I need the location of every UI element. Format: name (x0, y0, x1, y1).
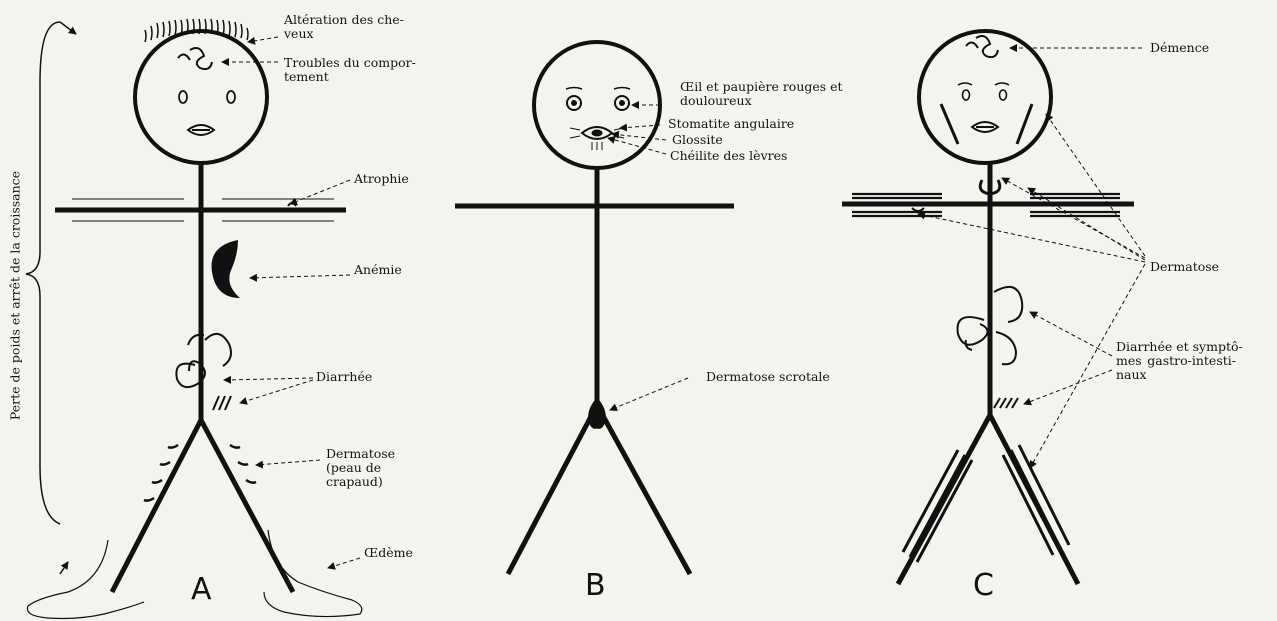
label-gi-c-line1: Diarrhée et symptô- (1116, 340, 1236, 354)
label-gi-c-line3: naux (1116, 367, 1147, 382)
label-dermatosis-a-line3: crapaud) (326, 474, 383, 489)
label-eye-b: Œil et paupière rouges et douloureux (680, 80, 843, 108)
side-bracket-a (26, 22, 60, 524)
label-eye-b-line2: douloureux (680, 93, 752, 108)
leg-c-left (898, 415, 990, 584)
label-behavior-a: Troubles du compor- tement (284, 56, 416, 84)
leg-c-right (990, 415, 1078, 584)
leg-b-left (508, 405, 597, 574)
label-gi-c-line2: mes gastro-intesti- (1116, 354, 1236, 368)
confusion-swirl-a (178, 48, 212, 69)
panel-letter-c: C (973, 568, 994, 603)
label-glossitis-b: Glossite (672, 133, 723, 147)
eye-a-left (179, 91, 187, 103)
confusion-swirl-c (966, 36, 998, 57)
label-atrophy-a: Atrophie (354, 172, 409, 186)
mouth-c (972, 122, 998, 132)
label-dermatosis-a: Dermatose (peau de crapaud) (326, 447, 395, 489)
label-dementia-c: Démence (1150, 41, 1209, 55)
leaders-c (918, 48, 1145, 468)
label-dermatosis-a-line2: (peau de (326, 460, 381, 475)
panel-letter-b: B (585, 568, 606, 603)
panel-letter-a: A (191, 572, 212, 607)
label-edema-a: Œdème (364, 546, 413, 560)
side-label-a: Perte de poids et arrêt de la croissance (8, 156, 23, 436)
mouth-a (188, 125, 214, 135)
leg-a-left (112, 420, 201, 592)
label-dermatosis-c: Dermatose (1150, 260, 1219, 274)
label-gi-c: Diarrhée et symptô- mes gastro-intesti- … (1116, 340, 1236, 382)
label-anemia-a: Anémie (354, 263, 402, 277)
diarrhea-swirl-a (176, 334, 231, 387)
label-behavior-line2: tement (284, 69, 329, 84)
leg-a-right (201, 420, 293, 592)
label-hair-line1: Altération des che- (284, 12, 404, 27)
figure-a (26, 19, 362, 619)
leg-rash-c (903, 445, 1069, 562)
anemia-heart-a (212, 240, 240, 298)
label-scrotal-b: Dermatose scrotale (706, 370, 830, 384)
label-behavior-line1: Troubles du compor- (284, 55, 416, 70)
label-cheilitis-b: Chéilite des lèvres (670, 149, 787, 163)
label-eye-b-line1: Œil et paupière rouges et (680, 79, 843, 94)
cheek-marks-c (941, 104, 1032, 144)
eye-a-right (227, 91, 235, 103)
eyebrows-c (958, 83, 1009, 85)
label-dermatosis-a-line1: Dermatose (326, 446, 395, 461)
label-diarrhea-a: Diarrhée (316, 370, 372, 384)
label-stomatitis-b: Stomatite angulaire (668, 117, 794, 131)
label-hair-line2: veux (284, 26, 314, 41)
leg-b-right (597, 405, 690, 574)
scrotum-b (589, 398, 606, 428)
label-hair-a: Altération des che- veux (284, 13, 404, 41)
head-c (919, 31, 1051, 163)
figure-c (842, 31, 1134, 584)
